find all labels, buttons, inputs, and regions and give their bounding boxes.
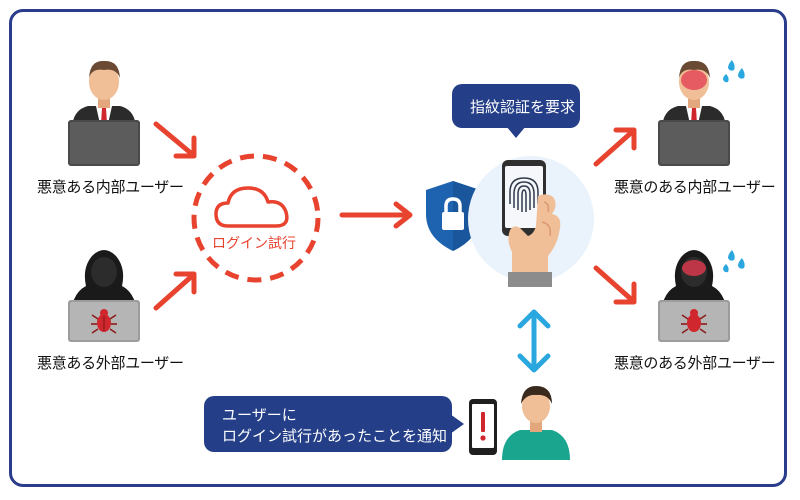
sweat-drops-icon xyxy=(723,250,745,273)
inside-user-figure xyxy=(68,60,140,166)
login-attempt-label: ログイン試行 xyxy=(212,236,296,252)
bubble-tail xyxy=(506,126,526,138)
right-inside-user-label: 悪意のある内部ユーザー xyxy=(614,178,776,196)
notification-line-1: ユーザーに xyxy=(222,406,297,424)
login-attempt-circle xyxy=(191,153,321,283)
fingerprint-phone-figure xyxy=(502,160,561,287)
notification-bubble-tail xyxy=(450,414,464,434)
inside-user-blocked-figure xyxy=(658,60,745,166)
arrow-inside-to-login xyxy=(153,121,197,159)
arrow-login-to-auth xyxy=(339,201,413,229)
left-outside-user-label: 悪意ある外部ユーザー xyxy=(37,354,184,372)
bidirectional-blue-arrow xyxy=(517,309,551,373)
fingerprint-request-text: 指紋認証を要求 xyxy=(470,98,576,116)
cloud-icon xyxy=(214,186,289,228)
alert-phone-icon xyxy=(469,399,497,455)
arrow-outside-to-login xyxy=(153,271,197,311)
sweat-drops-icon xyxy=(723,60,745,83)
fingerprint-icon xyxy=(509,177,539,212)
right-outside-user-label: 悪意のある外部ユーザー xyxy=(614,354,776,372)
legitimate-user-figure xyxy=(502,386,570,460)
left-inside-user-label: 悪意ある内部ユーザー xyxy=(37,178,184,196)
outside-hacker-blocked-figure xyxy=(658,250,745,342)
notification-bubble: ユーザーに ログイン試行があったことを通知 xyxy=(204,396,452,452)
arrow-auth-to-outside xyxy=(593,265,637,305)
arrow-auth-to-inside xyxy=(593,127,637,167)
notification-line-2: ログイン試行があったことを通知 xyxy=(222,427,448,445)
fingerprint-request-bubble: 指紋認証を要求 xyxy=(452,84,580,128)
outside-hacker-figure xyxy=(68,250,140,342)
